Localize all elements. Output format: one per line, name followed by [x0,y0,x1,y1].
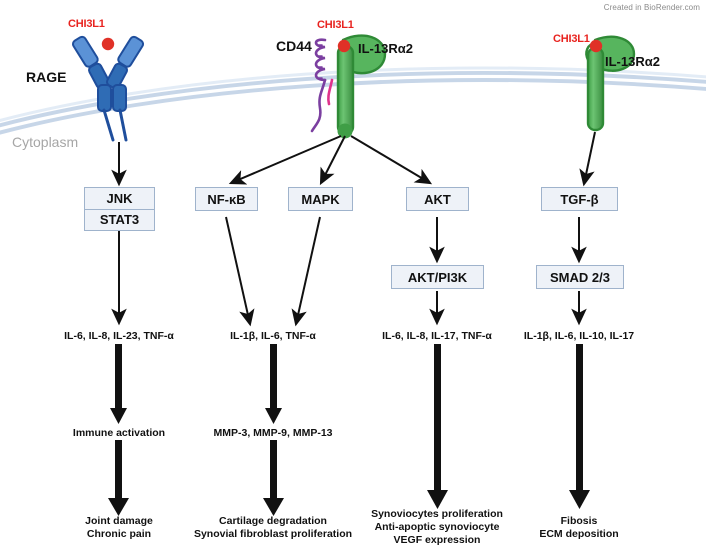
outcome-tgfb: Fibosis ECM deposition [539,515,618,541]
pathway-box-jnk-stat3[interactable]: JNK STAT3 [84,187,155,231]
intermediate-nfkb-mapk: MMP-3, MMP-9, MMP-13 [213,427,333,439]
cd44-receptor-icon [310,38,334,133]
outcome-line: VEGF expression [393,534,481,546]
chi3l1-label-il13ra2-mid: CHI3L1 [317,19,354,31]
outcome-line: Cartilage degradation [219,515,327,527]
cd44-label: CD44 [276,38,312,54]
cytoplasm-label: Cytoplasm [12,134,79,150]
pathway-box-smad23[interactable]: SMAD 2/3 [536,265,624,289]
il13ra2-receptor-icon-middle [336,34,387,139]
outcome-nfkb-mapk: Cartilage degradation Synovial fibroblas… [194,515,352,541]
mediator-arrows [111,216,587,327]
outcome-jnk-stat3: Joint damage Chronic pain [85,515,153,541]
pathway-box-nfkb[interactable]: NF-κB [195,187,258,211]
mediators-nfkb-mapk: IL-1β, IL-6, TNF-α [230,330,316,342]
pathway-box-akt-pi3k[interactable]: AKT/PI3K [391,265,484,289]
outcome-akt: Synoviocytes proliferation Anti-apoptic … [371,508,503,547]
il13ra2-receptor-icon-right [585,35,636,132]
rage-label: RAGE [26,69,67,85]
intermediate-jnk-stat3: Immune activation [72,427,166,439]
pathway-box-line-jnk: JNK [85,188,154,210]
mediators-tgfb: IL-1β, IL-6, IL-10, IL-17 [523,330,635,342]
outcome-line: Synoviocytes proliferation [371,508,503,520]
pathway-box-mapk[interactable]: MAPK [288,187,353,211]
pathway-box-tgfb[interactable]: TGF-β [541,187,618,211]
chi3l1-label-il13ra2-right: CHI3L1 [553,33,590,45]
outcome-line: Joint damage [85,515,153,527]
outcome-line: Fibosis [560,515,598,527]
mediators-jnk-stat3: IL-6, IL-8, IL-23, TNF-α [64,330,174,342]
chi3l1-label-rage: CHI3L1 [68,18,105,30]
il13ra2-label-right: IL-13Rα2 [605,54,660,69]
chi3l1-ligand-dot [337,39,351,53]
outcome-line: Synovial fibroblast proliferation [193,528,353,540]
pathway-box-akt[interactable]: AKT [406,187,469,211]
il13ra2-label-mid: IL-13Rα2 [358,41,413,56]
biorender-credit: Created in BioRender.com [603,3,700,12]
rage-receptor-icon [71,35,145,142]
outcome-arrows [108,344,590,516]
pathway-box-line-stat3: STAT3 [99,212,140,228]
outcome-line: Anti-apoptic synoviocyte [374,521,500,533]
chi3l1-ligand-dot [101,37,115,51]
chi3l1-ligand-dot [589,39,603,53]
outcome-line: ECM deposition [539,528,619,540]
signal-arrows [111,131,596,187]
outcome-line: Chronic pain [86,528,152,540]
mediators-akt: IL-6, IL-8, IL-17, TNF-α [382,330,492,342]
